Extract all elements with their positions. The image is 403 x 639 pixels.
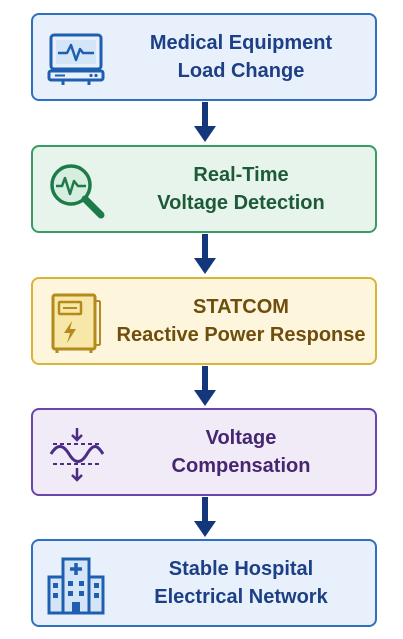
step-title-line2: Reactive Power Response	[116, 324, 366, 346]
step-title-line2: Load Change	[177, 60, 305, 82]
flow-arrow	[193, 497, 217, 539]
step-box-medical-equipment: Medical Equipment Load Change	[31, 13, 377, 101]
hospital-building-icon	[45, 553, 109, 617]
step-text: STATCOM Reactive Power Response	[115, 279, 367, 363]
step-box-stable-hospital: Stable Hospital Electrical Network	[31, 539, 377, 627]
flow-arrow	[193, 102, 217, 144]
flow-arrow	[193, 366, 217, 408]
step-title-line1: Stable Hospital	[168, 558, 314, 580]
magnifier-waveform-icon	[45, 159, 109, 223]
step-text: Stable Hospital Electrical Network	[115, 541, 367, 625]
statcom-cabinet-icon	[45, 291, 109, 355]
step-text: Voltage Compensation	[115, 410, 367, 494]
voltage-compensation-wave-icon	[45, 422, 109, 486]
step-box-statcom: STATCOM Reactive Power Response	[31, 277, 377, 365]
step-text: Real-Time Voltage Detection	[115, 147, 367, 231]
step-text: Medical Equipment Load Change	[115, 15, 367, 99]
step-title-line1: STATCOM	[193, 296, 289, 318]
step-title-line2: Voltage Detection	[157, 192, 325, 214]
flow-arrow	[193, 234, 217, 276]
step-box-voltage-compensation: Voltage Compensation	[31, 408, 377, 496]
step-box-voltage-detection: Real-Time Voltage Detection	[31, 145, 377, 233]
step-title-line2: Electrical Network	[154, 586, 328, 608]
step-title-line1: Voltage	[205, 427, 277, 449]
step-title-line1: Real-Time	[193, 164, 289, 186]
step-title-line2: Compensation	[171, 455, 311, 477]
monitor-waveform-icon	[45, 27, 109, 91]
step-title-line1: Medical Equipment	[149, 32, 333, 54]
